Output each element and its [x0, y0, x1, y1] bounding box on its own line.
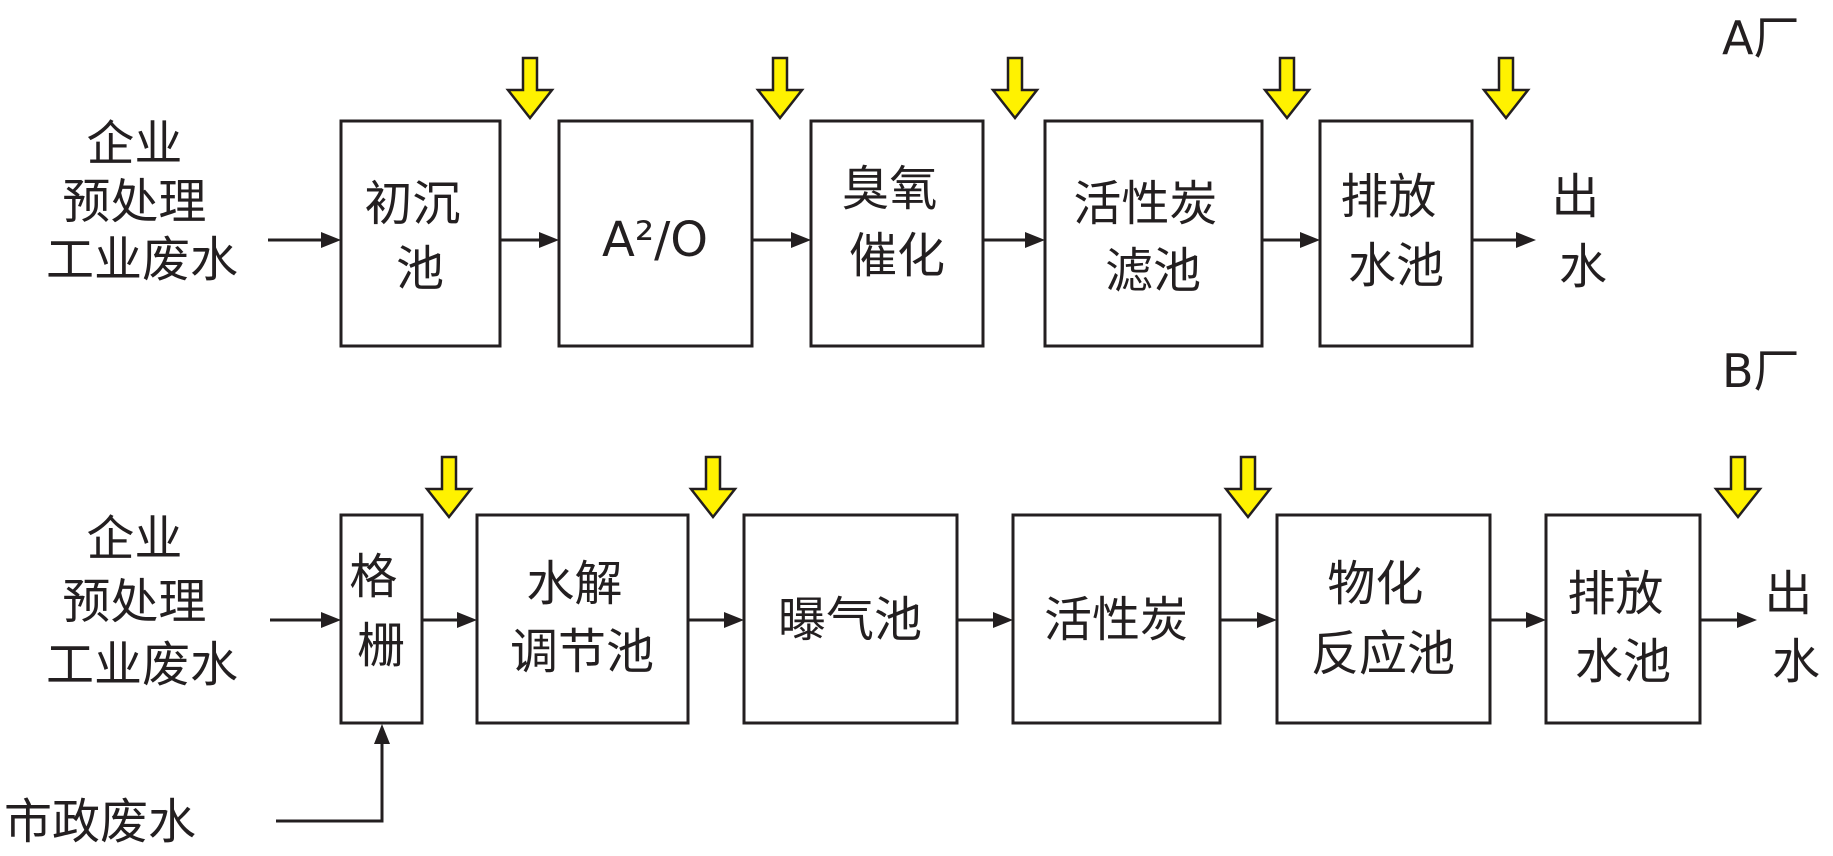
- down-arrow-icon: [1714, 455, 1762, 519]
- plant-a-step-4: 活性炭 滤池: [1043, 119, 1264, 348]
- down-arrow-icon: [756, 56, 804, 120]
- plant-b-step-1: 格 栅: [339, 513, 424, 725]
- svg-text:臭氧 催化: 臭氧 催化: [841, 161, 952, 284]
- plant-b: B厂 企业 预处理 工业废水 市政废水 格 栅: [4, 344, 1827, 850]
- plant-b-step-6: 排放 水池: [1544, 513, 1702, 725]
- svg-text:A²/O: A²/O: [602, 212, 708, 268]
- down-arrow-icon: [991, 56, 1039, 120]
- svg-text:排放 水池: 排放 水池: [1567, 566, 1678, 690]
- plant-b-output-label: 出 水: [1764, 566, 1827, 690]
- plant-b-input-label: 企业 预处理 工业废水: [46, 511, 238, 693]
- plant-b-flow-arrows: [270, 612, 1757, 628]
- svg-text:活性炭: 活性炭: [1044, 592, 1188, 648]
- plant-b-municipal-input-label: 市政废水: [4, 794, 196, 850]
- down-arrow-icon: [425, 455, 473, 519]
- plant-b-title: B厂: [1722, 344, 1800, 398]
- plant-b-step-3: 曝气池: [742, 513, 959, 725]
- down-arrow-icon: [1263, 56, 1311, 120]
- plant-a-sampling-markers: [506, 56, 1530, 120]
- down-arrow-icon: [506, 56, 554, 120]
- plant-a-step-2: A²/O: [557, 119, 754, 348]
- plant-a-output-label: 出 水: [1551, 169, 1614, 295]
- svg-text:物化 反应池: 物化 反应池: [1311, 556, 1455, 682]
- svg-text:曝气池: 曝气池: [778, 592, 922, 648]
- down-arrow-icon: [689, 455, 737, 519]
- plant-b-step-5: 物化 反应池: [1275, 513, 1492, 725]
- svg-text:水解 调节池: 水解 调节池: [510, 556, 654, 680]
- plant-a-input-label: 企业 预处理 工业废水: [46, 116, 238, 288]
- down-arrow-icon: [1224, 455, 1272, 519]
- plant-a: A厂 企业 预处理 工业废水 初沉 池 A²/O: [46, 11, 1799, 348]
- svg-text:格 栅: 格 栅: [349, 549, 412, 674]
- plant-b-step-2: 水解 调节池: [475, 513, 690, 725]
- plant-a-title: A厂: [1722, 11, 1799, 65]
- svg-text:活性炭 滤池: 活性炭 滤池: [1073, 176, 1232, 299]
- plant-a-step-5: 排放 水池: [1318, 119, 1474, 348]
- svg-text:初沉 池: 初沉 池: [364, 176, 475, 297]
- plant-a-flow-arrows: [268, 232, 1536, 248]
- plant-a-step-1: 初沉 池: [339, 119, 502, 348]
- plant-b-sampling-markers: [425, 455, 1762, 519]
- plant-a-step-3: 臭氧 催化: [809, 119, 985, 348]
- down-arrow-icon: [1482, 56, 1530, 120]
- plant-b-step-4: 活性炭: [1011, 513, 1222, 725]
- svg-text:排放 水池: 排放 水池: [1340, 169, 1451, 294]
- plant-b-municipal-feed-arrow: [276, 724, 390, 823]
